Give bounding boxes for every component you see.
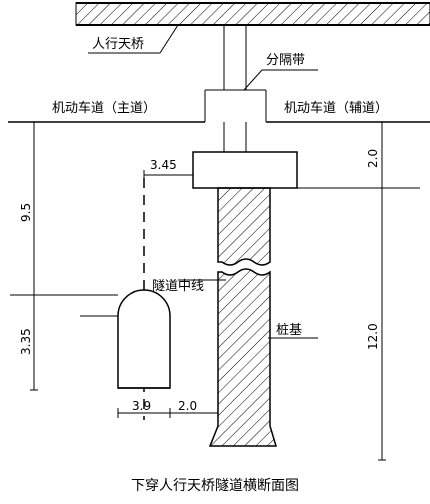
footbridge-label: 人行天桥 <box>92 37 144 52</box>
dim-pile-length-label: 12.0 <box>366 323 380 350</box>
footbridge-deck <box>75 2 430 26</box>
median-leader-d <box>243 69 263 91</box>
dim-right <box>297 121 420 461</box>
dim-cap-height-label: 2.0 <box>366 149 380 168</box>
dim-clearance-label: 2.0 <box>178 399 197 413</box>
dim-cap-offset <box>143 170 194 180</box>
tunnel-section <box>117 289 171 389</box>
footbridge-leader-d <box>159 24 179 54</box>
pile-shaft <box>208 187 278 447</box>
bridge-column <box>223 25 247 90</box>
dim-bottom <box>117 408 219 418</box>
tunnel-centerline-label: 隧道中线 <box>152 278 204 294</box>
pile-cap <box>192 151 298 189</box>
median-label: 分隔带 <box>266 53 305 68</box>
main-road-label: 机动车道（主道） <box>52 100 156 116</box>
dim-left <box>10 121 118 391</box>
road-surface <box>8 89 430 123</box>
dim-tunnel-height-label: 3.35 <box>19 328 33 355</box>
aux-road-label: 机动车道（辅道） <box>284 100 388 116</box>
dim-top-depth-label: 9.5 <box>19 203 33 222</box>
dim-tunnel-width-label: 3.9 <box>132 399 151 413</box>
dim-cap-offset-label: 3.45 <box>150 158 177 172</box>
figure-caption: 下穿人行天桥隧道横断面图 <box>131 478 299 494</box>
pile-label: 桩基 <box>276 323 302 338</box>
